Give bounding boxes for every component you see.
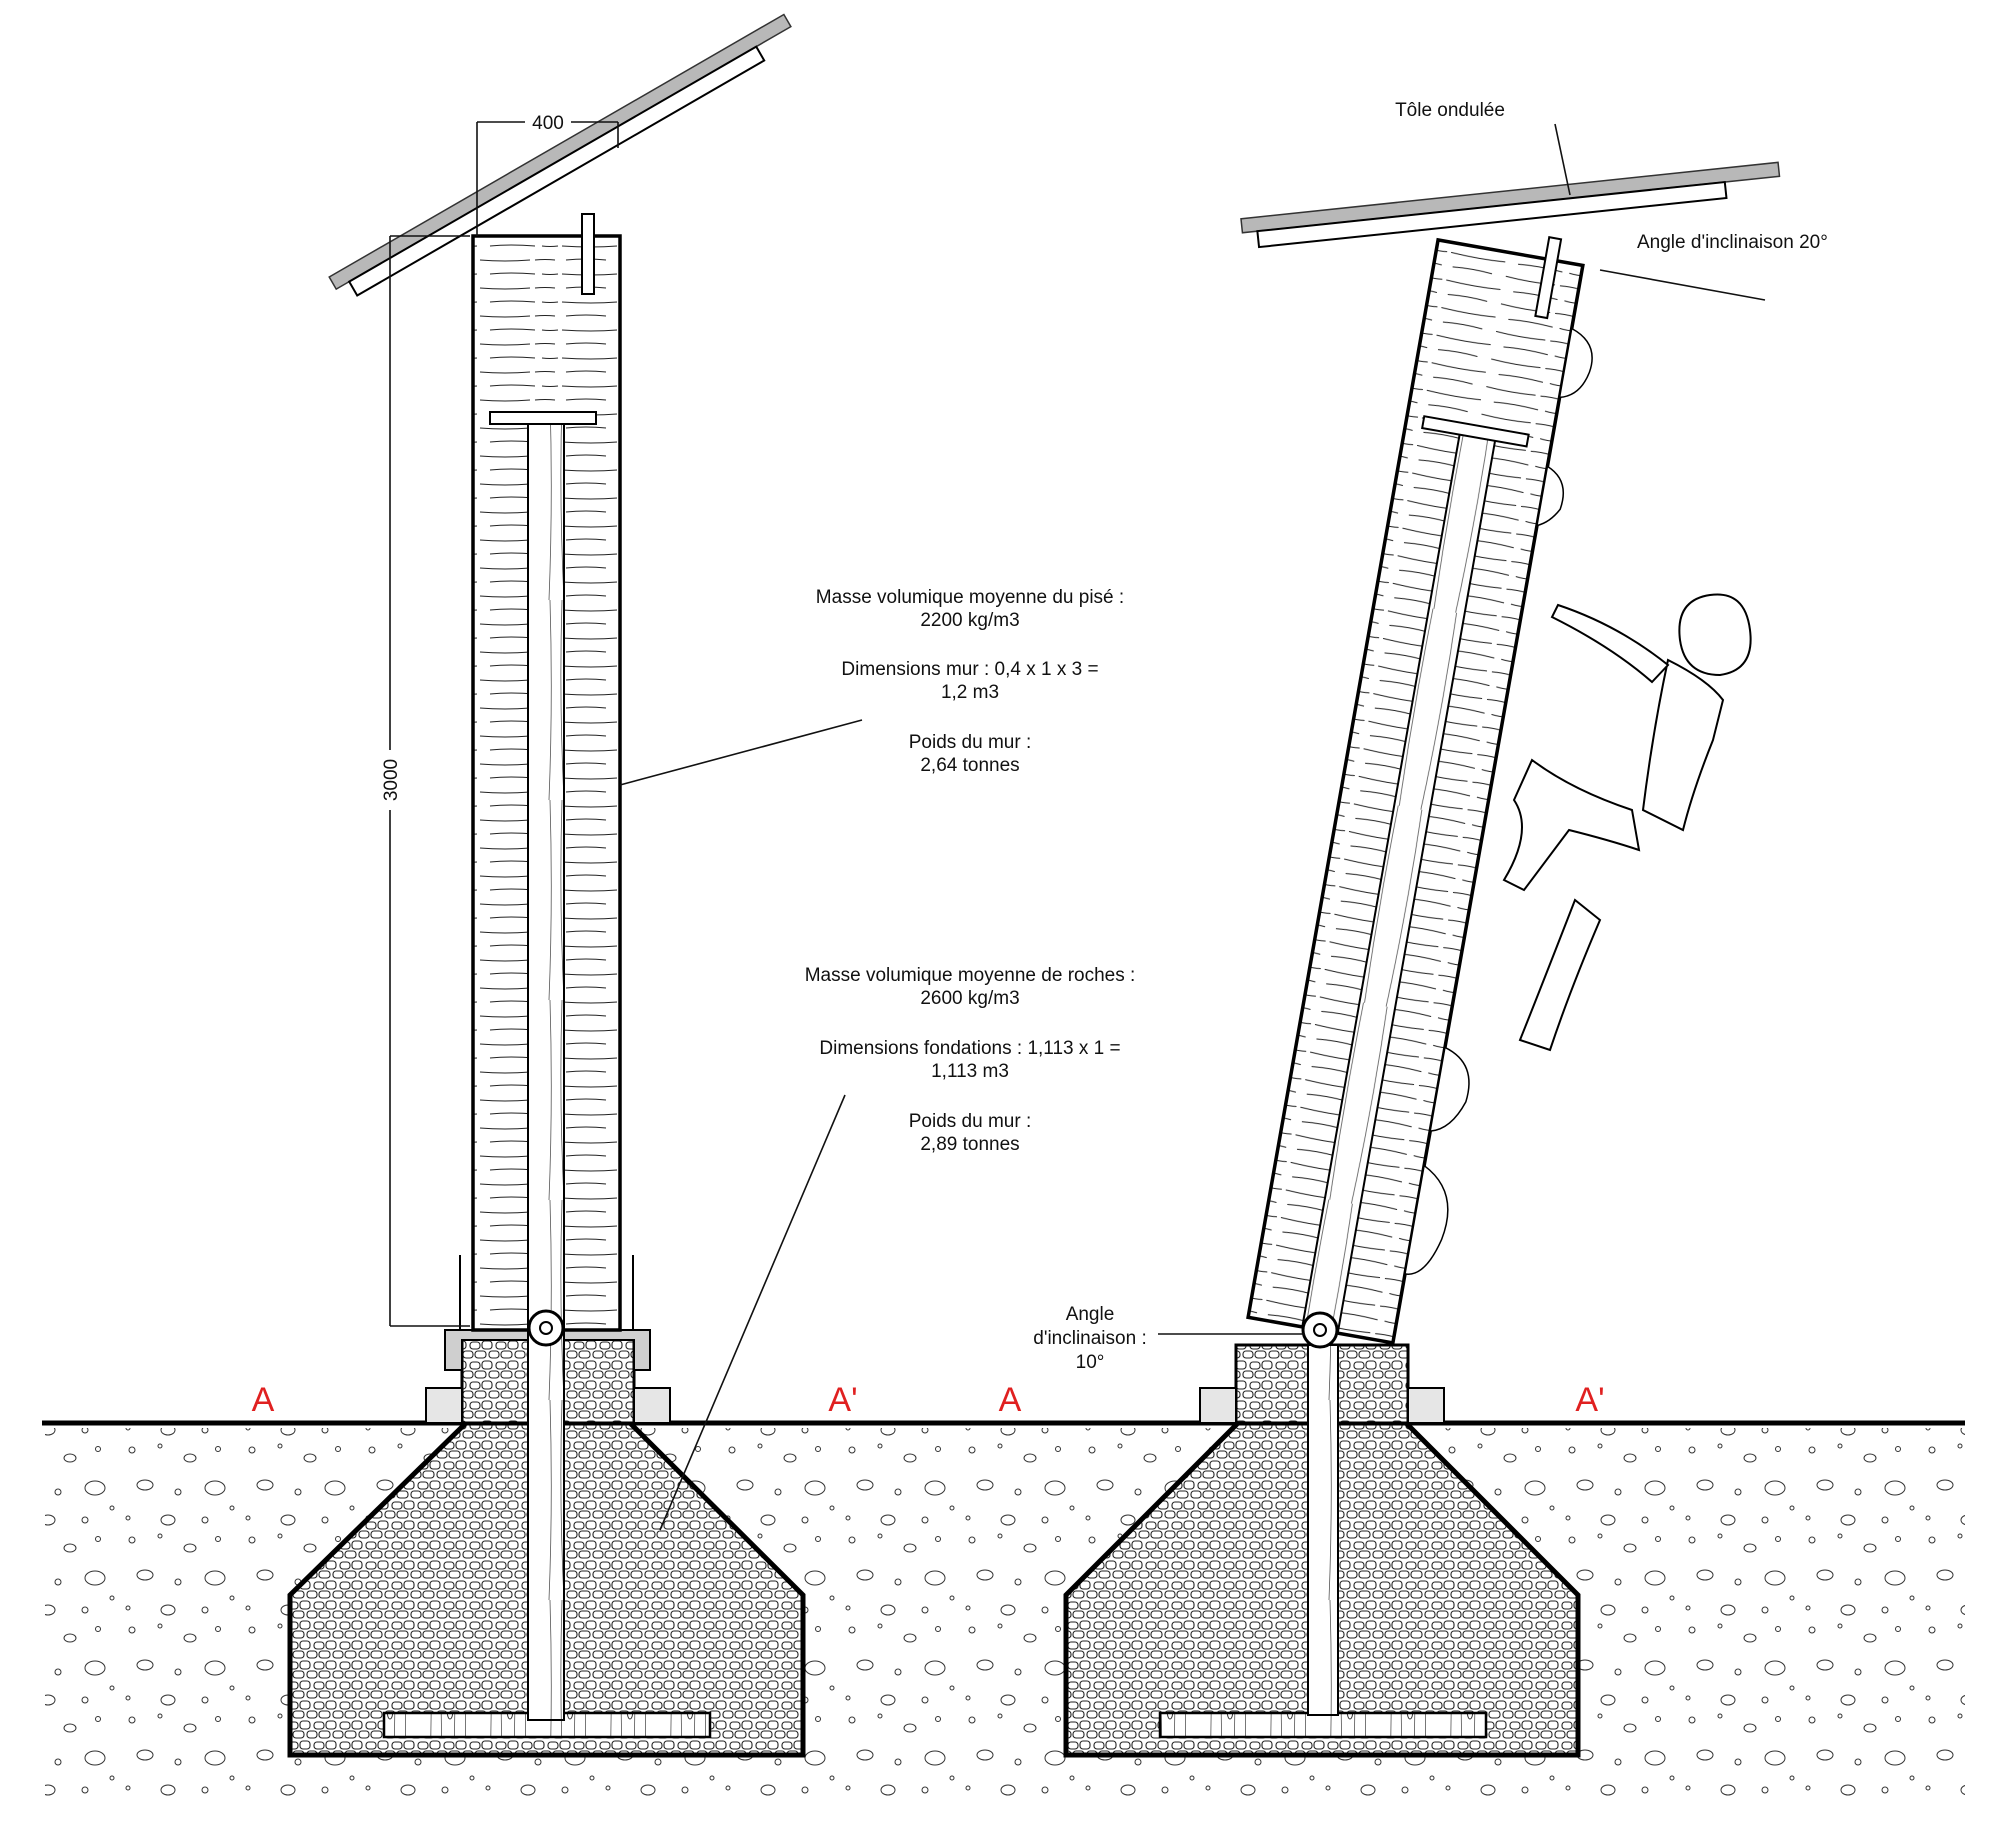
wall-angle-label-1: Angle [1066,1304,1115,1325]
roof-label: Tôle ondulée [1395,100,1505,121]
left-block-left [425,1387,463,1424]
svg-text:2600 kg/m3: 2600 kg/m3 [920,988,1019,1009]
climber-figure [1502,593,1752,1052]
right-crossbar [1421,415,1530,448]
climber-leg-upper [1502,758,1641,892]
right-roof-rafter [1256,180,1728,249]
roches-notes: Masse volumique moyenne de roches : 2600… [805,965,1136,1155]
height-dim-label: 3000 [381,759,402,801]
climbing-hold [1404,1164,1449,1275]
svg-text:1,2 m3: 1,2 m3 [941,682,999,703]
climbing-hold [1558,327,1593,399]
section-marker-a-right: A [999,1381,1022,1419]
svg-text:2200 kg/m3: 2200 kg/m3 [920,610,1019,631]
svg-text:Dimensions fondations : 1,113: Dimensions fondations : 1,113 x 1 = [819,1038,1120,1059]
right-roof [1240,161,1781,249]
left-crossbar [489,411,597,425]
roof-angle-leader [1599,269,1766,301]
right-roof-strut [1534,236,1563,320]
climbing-hold [1429,1046,1470,1132]
section-marker-a-prime-right: A' [1575,1381,1604,1419]
right-block-left [1199,1387,1237,1424]
wall-angle-label-3: 10° [1076,1352,1105,1373]
roof-angle-label: Angle d'inclinaison 20° [1637,232,1828,253]
left-sleeve [459,1255,634,1330]
svg-text:Dimensions mur : 0,4 x 1 x 3 =: Dimensions mur : 0,4 x 1 x 3 = [841,659,1098,680]
right-post-lower [1307,1344,1339,1716]
climber-leg-lower [1518,898,1602,1052]
width-dim-label: 400 [532,113,564,134]
left-block-right [633,1387,671,1424]
right-elevation [1063,123,1781,1758]
right-base-timber [1158,1711,1488,1739]
left-elevation: 400 3000 [287,13,863,1758]
svg-text:Masse volumique moyenne de roc: Masse volumique moyenne de roches : [805,965,1136,986]
left-roof [328,13,792,297]
pise-leader [619,719,863,786]
left-roof-strut [581,213,595,295]
climber-arm [1550,603,1670,684]
svg-text:2,64 tonnes: 2,64 tonnes [920,755,1019,776]
roches-leader [659,1094,846,1531]
left-roof-rafter [347,45,766,297]
climber-head [1678,593,1752,677]
svg-text:Poids du mur :: Poids du mur : [909,732,1032,753]
climber-torso [1641,658,1725,832]
right-block-right [1407,1387,1445,1424]
climbing-hold [1536,465,1564,527]
left-base-timber [382,1711,712,1739]
pise-notes: Masse volumique moyenne du pisé : 2200 k… [816,587,1124,776]
svg-text:Masse volumique moyenne du pis: Masse volumique moyenne du pisé : [816,587,1124,608]
wall-angle-label-2: d'inclinaison : [1033,1328,1146,1349]
section-marker-a-left: A [252,1381,275,1419]
svg-text:1,113 m3: 1,113 m3 [931,1061,1009,1082]
left-bracket [444,1329,651,1371]
left-post [527,419,565,1721]
roof-leader [1554,123,1571,196]
svg-text:Poids du mur :: Poids du mur : [909,1111,1032,1132]
section-marker-a-prime-left: A' [828,1381,857,1419]
svg-text:2,89 tonnes: 2,89 tonnes [920,1134,1019,1155]
